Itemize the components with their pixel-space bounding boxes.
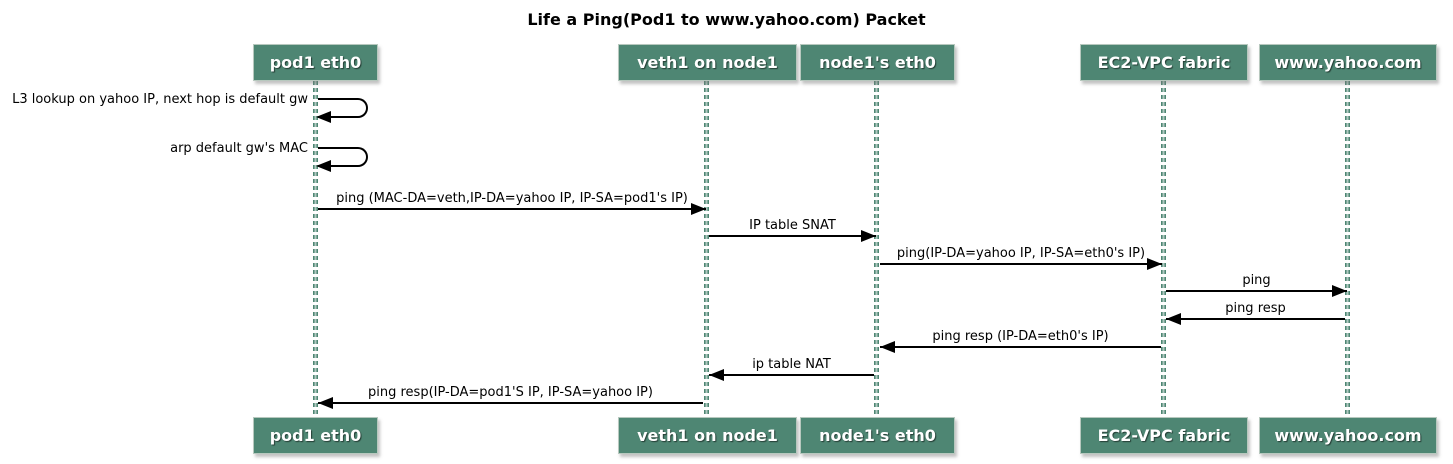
message-ping-resp-final: ping resp(IP-DA=pod1'S IP, IP-SA=yahoo I… [318, 385, 703, 409]
arrow-line [318, 147, 368, 167]
lifeline-veth1-on-node1 [704, 81, 709, 417]
arrow-line [318, 203, 706, 215]
participant-node1s-eth0-top: node1's eth0 [800, 44, 955, 81]
lifeline-www-yahoo-com [1345, 81, 1350, 417]
arrowhead-right-icon [1332, 285, 1347, 297]
arrowhead-left-icon [318, 397, 333, 409]
participant-www-yahoo-com-bottom: www.yahoo.com [1259, 417, 1437, 454]
participant-node1s-eth0-bottom: node1's eth0 [800, 417, 955, 454]
self-message-loop [316, 98, 368, 123]
arrowhead-right-icon [861, 230, 876, 242]
arrow-line [1166, 285, 1347, 297]
message-ping-resp-eth0: ping resp (IP-DA=eth0's IP) [880, 329, 1161, 353]
message-label: arp default gw's MAC [170, 141, 308, 156]
self-message-loop [316, 147, 368, 172]
participant-pod1-eth0-bottom: pod1 eth0 [253, 417, 378, 454]
message-ping: ping [1166, 273, 1347, 297]
diagram-title: Life a Ping(Pod1 to www.yahoo.com) Packe… [527, 10, 926, 29]
lifeline-pod1-eth0 [313, 81, 318, 417]
arrow-line [318, 397, 703, 409]
message-ping-request: ping (MAC-DA=veth,IP-DA=yahoo IP, IP-SA=… [318, 191, 706, 215]
arrowhead-right-icon [1147, 258, 1162, 270]
arrowhead-left-icon [880, 341, 895, 353]
message-label: ping (MAC-DA=veth,IP-DA=yahoo IP, IP-SA=… [336, 191, 688, 206]
message-label: L3 lookup on yahoo IP, next hop is defau… [12, 92, 308, 107]
participant-veth1-on-node1-bottom: veth1 on node1 [618, 417, 797, 454]
participant-veth1-on-node1-top: veth1 on node1 [618, 44, 797, 81]
message-label: ping resp(IP-DA=pod1'S IP, IP-SA=yahoo I… [368, 385, 653, 400]
arrow-line [709, 369, 874, 381]
message-label: ping(IP-DA=yahoo IP, IP-SA=eth0's IP) [896, 246, 1146, 261]
arrowhead-left-icon [316, 160, 331, 172]
arrowhead-left-icon [1166, 313, 1181, 325]
participant-www-yahoo-com-top: www.yahoo.com [1259, 44, 1437, 81]
arrowhead-left-icon [709, 369, 724, 381]
arrowhead-left-icon [316, 111, 331, 123]
participant-ec2-vpc-fabric-top: EC2-VPC fabric [1080, 44, 1248, 81]
message-ip-table-snat: IP table SNAT [709, 218, 876, 242]
message-label: ping resp [1225, 301, 1286, 316]
arrow-line [318, 98, 368, 118]
message-ip-table-nat: ip table NAT [709, 357, 874, 381]
arrow-line [709, 230, 876, 242]
message-ping-snat: ping(IP-DA=yahoo IP, IP-SA=eth0's IP) [880, 246, 1162, 270]
message-label: ping [1242, 273, 1271, 288]
lifeline-node1s-eth0 [874, 81, 879, 417]
message-label: ip table NAT [752, 357, 831, 372]
participant-ec2-vpc-fabric-bottom: EC2-VPC fabric [1080, 417, 1248, 454]
arrow-line [880, 341, 1161, 353]
message-label: ping resp (IP-DA=eth0's IP) [932, 329, 1109, 344]
message-label: IP table SNAT [749, 218, 836, 233]
participant-pod1-eth0-top: pod1 eth0 [253, 44, 378, 81]
arrowhead-right-icon [691, 203, 706, 215]
lifeline-ec2-vpc-fabric [1161, 81, 1166, 417]
arrow-line [880, 258, 1162, 270]
message-ping-resp: ping resp [1166, 301, 1345, 325]
arrow-line [1166, 313, 1345, 325]
